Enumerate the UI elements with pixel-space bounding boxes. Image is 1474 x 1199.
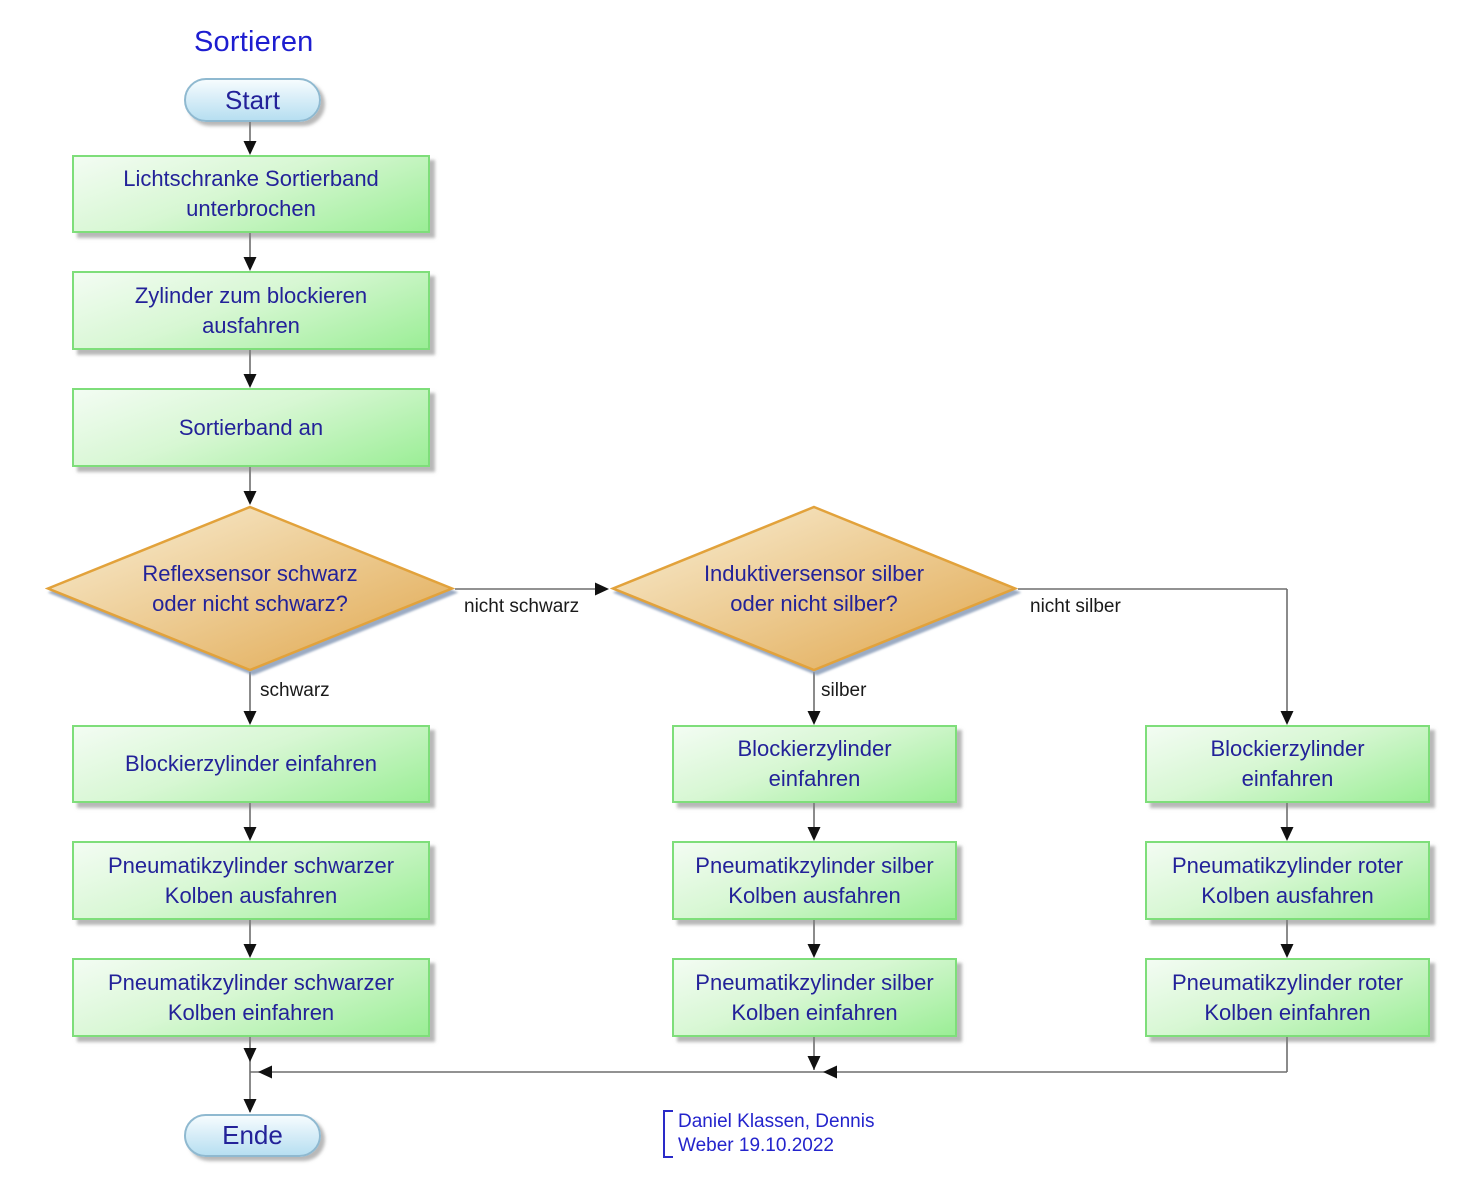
end-node: Ende [184, 1114, 321, 1157]
decision-induktivsensor: Induktiversensor silber oder nicht silbe… [610, 505, 1018, 672]
node-label-line: Blockierzylinder [1210, 736, 1365, 762]
node-label-line: Pneumatikzylinder roter [1171, 852, 1404, 878]
process-pneumatik-schwarz-ausfahren: Pneumatikzylinder schwarzer Kolben ausfa… [72, 841, 430, 920]
node-label-line: oder nicht schwarz? [152, 590, 348, 616]
node-label-line: Kolben einfahren [167, 999, 335, 1025]
node-label-line: einfahren [768, 766, 861, 791]
process-lichtschranke: Lichtschranke Sortierband unterbrochen [72, 155, 430, 233]
diamond-shape [610, 505, 1018, 672]
diagram-title: Sortieren [194, 26, 314, 58]
process-blockierzylinder-einfahren-right: Blockierzylinder einfahren [1145, 725, 1430, 803]
node-label-line: Kolben einfahren [731, 999, 898, 1025]
attribution: Daniel Klassen, Dennis Weber 19.10.2022 [663, 1110, 874, 1158]
edge-label-silber: silber [821, 680, 867, 701]
node-label-line: Blockierzylinder einfahren [125, 751, 377, 777]
node-label-line: Sortierband an [178, 414, 324, 440]
node-label-line: Kolben ausfahren [1201, 882, 1374, 908]
decision-reflexsensor: Reflexsensor schwarz oder nicht schwarz? [45, 505, 455, 672]
process-pneumatik-silber-einfahren: Pneumatikzylinder silber Kolben einfahre… [672, 958, 957, 1037]
process-zylinder-blockieren: Zylinder zum blockieren ausfahren [72, 271, 430, 350]
node-label-line: Pneumatikzylinder schwarzer [107, 969, 395, 995]
process-pneumatik-schwarz-einfahren: Pneumatikzylinder schwarzer Kolben einfa… [72, 958, 430, 1037]
node-label-line: Pneumatikzylinder silber [695, 969, 934, 995]
edge-label-nicht-silber: nicht silber [1030, 596, 1121, 617]
node-label-line: Pneumatikzylinder roter [1171, 969, 1404, 995]
node-label-line: einfahren [1241, 766, 1334, 791]
process-pneumatik-rot-einfahren: Pneumatikzylinder roter Kolben einfahren [1145, 958, 1430, 1037]
node-label-line: ausfahren [202, 312, 300, 338]
process-blockierzylinder-einfahren-left: Blockierzylinder einfahren [72, 725, 430, 803]
start-node: Start [184, 78, 321, 122]
node-label-line: Kolben einfahren [1204, 999, 1371, 1025]
node-label-line: Reflexsensor schwarz [142, 560, 358, 586]
node-label-line: Kolben ausfahren [164, 882, 338, 908]
node-label-line: Kolben ausfahren [728, 882, 901, 908]
start-label: Start [225, 84, 280, 115]
end-label: Ende [222, 1120, 283, 1150]
node-label-line: oder nicht silber? [730, 590, 898, 616]
node-label-line: Lichtschranke Sortierband [123, 166, 379, 192]
process-pneumatik-rot-ausfahren: Pneumatikzylinder roter Kolben ausfahren [1145, 841, 1430, 920]
diamond-shape [45, 505, 455, 672]
process-blockierzylinder-einfahren-mid: Blockierzylinder einfahren [672, 725, 957, 803]
node-label-line: Blockierzylinder [737, 736, 892, 762]
edge-label-nicht-schwarz: nicht schwarz [464, 596, 580, 617]
node-label-line: Pneumatikzylinder silber [695, 852, 934, 878]
attribution-line: Weber 19.10.2022 [678, 1135, 834, 1156]
process-pneumatik-silber-ausfahren: Pneumatikzylinder silber Kolben ausfahre… [672, 841, 957, 920]
attribution-bracket [663, 1110, 673, 1158]
node-label-line: Induktiversensor silber [703, 560, 925, 586]
process-sortierband-an: Sortierband an [72, 388, 430, 467]
node-label-line: Zylinder zum blockieren [134, 282, 368, 308]
edge-label-schwarz: schwarz [260, 680, 330, 701]
node-label-line: unterbrochen [186, 196, 316, 221]
node-label-line: Pneumatikzylinder schwarzer [107, 852, 395, 878]
attribution-line: Daniel Klassen, Dennis [678, 1111, 875, 1132]
